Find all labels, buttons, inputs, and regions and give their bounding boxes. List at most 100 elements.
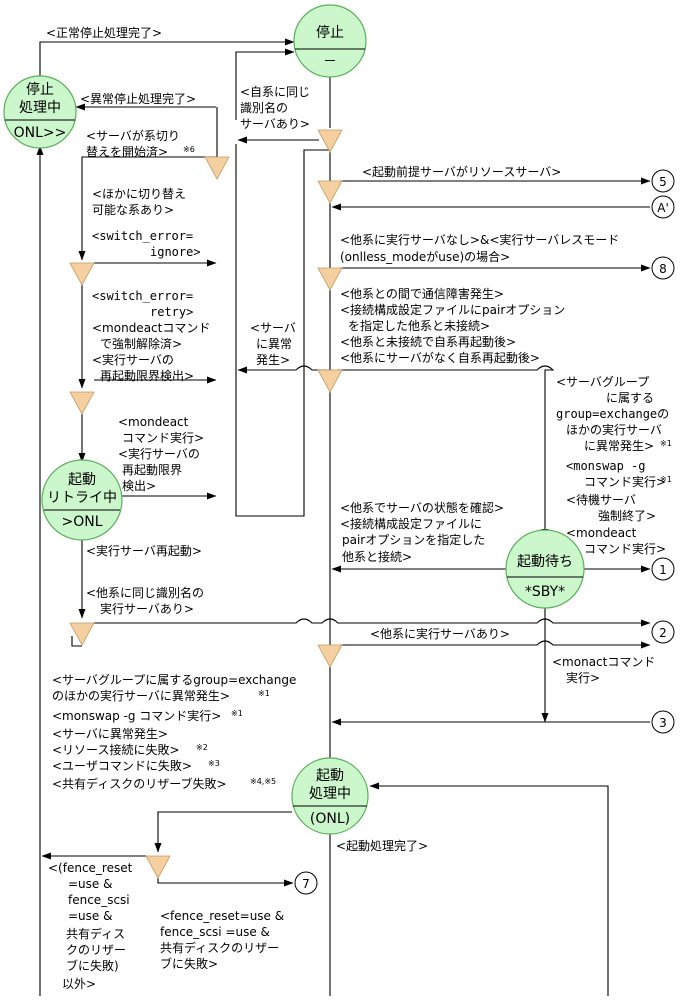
label-same-id-2: 識別名の [240,100,288,115]
label-standby-1: <待機サーバ [566,492,636,507]
state-waiting: 起動待ち *SBY* [505,529,585,609]
label-comm-fail-2: <接続構成設定ファイルにpairオプション [340,302,565,317]
label-sw-err-retry-2: retry> [150,305,193,319]
label-resource-server: <起動前提サーバがリソースサーバ> [362,164,561,179]
note-1-a: ※1 [660,439,672,448]
label-same-id-1: <自系に同じ [240,85,310,99]
label-group-exch-4: ほかの実行サーバ [566,422,662,437]
label-retry-cmd-2: コマンド実行> [122,430,204,445]
label-fence-right-3: 共有ディスクのリザー [160,940,279,955]
label-fence-left-6: クのリザー [66,943,126,957]
label-fail-2: のほかの実行サーバに異常発生> [52,688,230,703]
branch-triangle [204,156,230,180]
state-stop: 停止 － [293,4,367,78]
note-3: ※3 [208,759,220,768]
state-stopping-name-2: 処理中 [19,100,61,116]
label-fail-7: <共有ディスクのリザーブ失敗> [52,776,227,791]
state-retry-mode: >ONL [61,514,102,530]
state-stopping: 停止 処理中 ONL>> [3,75,77,149]
label-start-done: <起動処理完了> [336,838,428,853]
label-srv-abn-2: に異常 [256,337,292,351]
note-1-b: ※1 [660,475,672,484]
label-mondeact2-2: コマンド実行> [584,541,666,556]
branch-triangle [317,644,343,668]
state-retry-name-1: 起動 [68,472,96,488]
label-exec-limit-2: 再起動限界検出> [100,369,194,383]
label-same-id-3: サーバあり> [240,117,310,131]
state-starting-name-1: 起動 [316,768,344,784]
transition-labels: <正常停止処理完了> <異常停止処理完了> <自系に同じ 識別名の サーバあり>… [46,25,672,991]
label-fence-right-2: fence_scsi =use & [160,925,270,939]
branch-triangle [317,267,343,291]
svg-text:3: 3 [659,716,667,730]
label-mondeact-1: <mondeactコマンド [92,321,210,335]
svg-text:2: 2 [659,626,667,640]
connector-3: 3 [651,710,675,734]
connector-7: 7 [294,871,318,895]
svg-text:A': A' [657,201,669,215]
label-sw-start-2: 替えを開始済> [86,144,168,159]
branch-triangle [317,180,343,204]
svg-text:7: 7 [302,877,310,891]
label-monswap-1: <monswap -g [566,459,645,473]
state-stopping-mode: ONL>> [14,125,67,141]
label-abnormal-stop-done: <異常停止処理完了> [80,91,196,106]
branch-triangle [317,129,343,153]
state-starting-name-2: 処理中 [309,786,351,802]
state-retry-name-2: リトライ中 [47,490,117,506]
connectors: 5 A' 8 1 2 3 7 [294,169,675,895]
state-waiting-mode: *SBY* [525,584,565,600]
label-retry-cmd-3: <実行サーバの [118,446,200,461]
state-starting: 起動 処理中 (ONL) [291,757,369,835]
label-other-exec: <他系に実行サーバあり> [370,626,510,641]
label-group-exch-5: に異常発生> [584,439,654,453]
label-other-sys-1: <ほかに切り替え [92,187,186,201]
label-fence-right-4: ブに失敗> [160,956,218,971]
label-fence-left-7: ブに失敗) [66,958,119,973]
label-onlless-1: <他系に実行サーバなし>&<実行サーバレスモード [340,232,619,247]
state-stop-mode: － [323,54,337,70]
connector-5: 5 [651,169,675,193]
label-group-exch-1: <サーバグループ [556,375,649,389]
label-fail-6: <ユーザコマンドに失敗> [52,758,192,773]
branch-triangle [69,262,95,286]
label-confirm-1: <他系でサーバの状態を確認> [340,500,504,515]
branch-triangle [69,622,95,646]
label-fence-left-2: =use & [68,877,112,891]
note-4-5: ※4,※5 [250,777,276,786]
label-retry-cmd-5: 検出> [122,479,156,493]
connector-1: 1 [651,557,675,581]
connector-2: 2 [651,620,675,644]
svg-text:1: 1 [659,563,667,577]
branch-triangle [317,369,343,393]
label-mondeact2-1: <mondeact [566,526,637,540]
label-fail-5: <リソース接続に失敗> [52,742,180,757]
label-standby-2: 強制終了> [598,508,656,523]
label-sw-err-ignore-2: ignore> [150,245,201,259]
branch-triangle [69,391,95,415]
state-starting-mode: (ONL) [310,811,350,827]
label-exec-restart: <実行サーバ再起動> [86,543,202,558]
svg-text:5: 5 [659,175,667,189]
label-fence-right-1: <fence_reset=use & [160,909,284,923]
label-fence-left-5: 共有ディス [66,926,125,941]
label-comm-fail-3: を指定した他系と未接続> [348,318,490,333]
label-confirm-2: <接続構成設定ファイルに [340,516,482,531]
label-fence-left-8: 以外> [62,977,96,991]
state-waiting-name: 起動待ち [517,554,573,570]
label-other-sys-2: 可能な系あり> [92,203,174,217]
label-monswap-2: コマンド実行> [584,474,666,489]
label-fence-left-3: fence_scsi [68,893,130,907]
label-exec-limit-1: <実行サーバの [92,352,174,367]
label-comm-fail-4: <他系と未接続で自系再起動後> [340,334,516,349]
label-sw-err-retry-1: <switch_error= [92,289,193,303]
note-1-c: ※1 [258,689,270,698]
state-retry: 起動 リトライ中 >ONL [41,459,123,541]
note-1-d: ※1 [231,709,243,718]
label-group-exch-3: group=exchangeの [556,407,669,421]
label-fail-1: <サーバグループに属するgroup=exchange [52,673,296,687]
label-retry-cmd-1: <mondeact [118,415,189,429]
label-monact-1: <monactコマンド [552,655,655,669]
label-onlless-2: (onlless_modeがuse)の場合> [340,249,510,264]
